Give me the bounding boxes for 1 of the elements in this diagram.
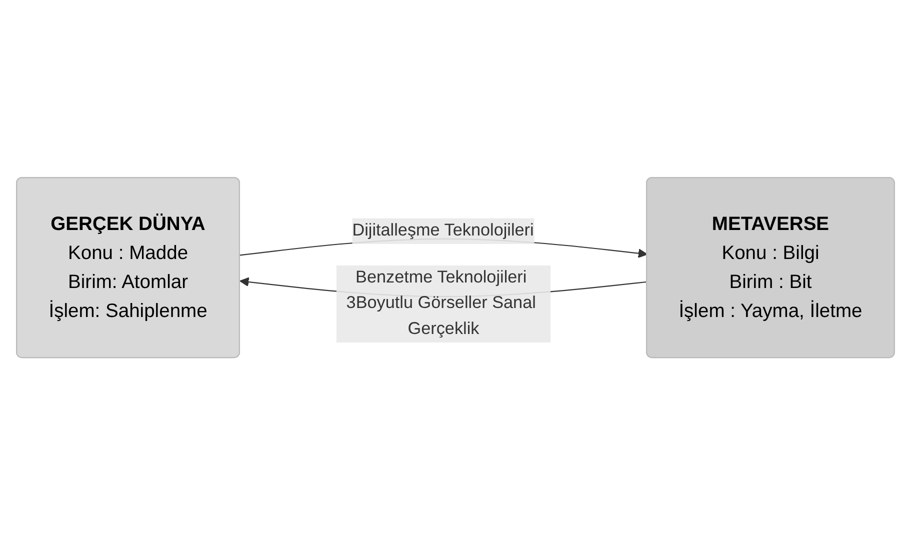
diagram: Dijitalleşme Teknolojileri Benzetme Teknolojileri 3Boyutlu Görseller Sanal Gerçeklik GERÇEK DÜNYA Konu : Madde Birim: Atomlar İşlem: Sahiplenme METAVERSE Konu : Bilgi Birim : Bit İşlem : Yayma, İletme — [8, 168, 903, 366]
